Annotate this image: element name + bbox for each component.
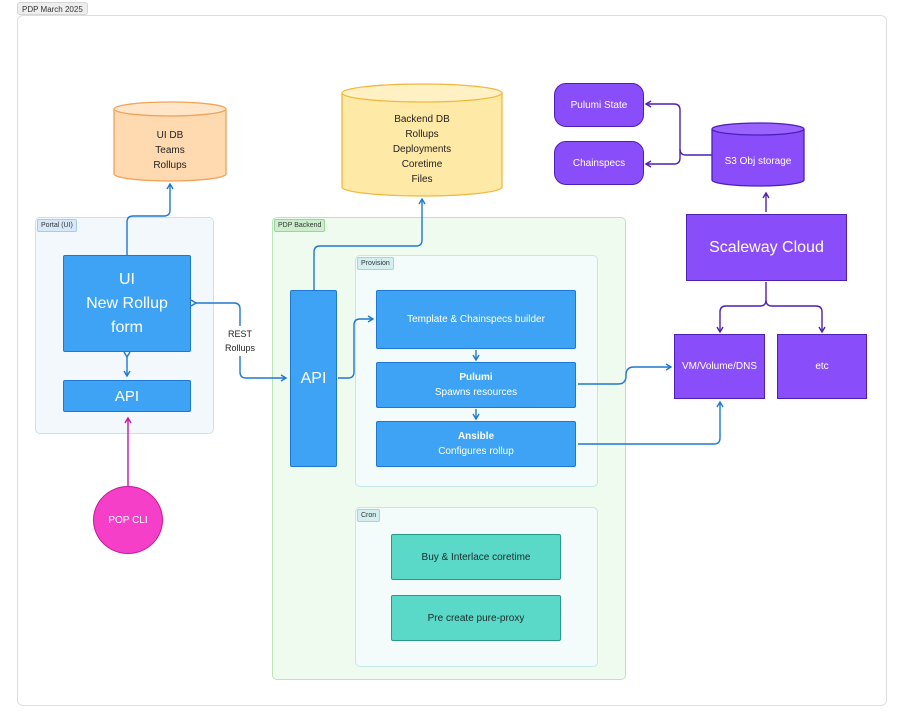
cron-group-label: Cron [357, 509, 381, 522]
backend-db-cylinder [341, 83, 503, 197]
pulumi-desc: Spawns resources [434, 387, 518, 398]
form-line-new-rollup: New Rollup [86, 294, 168, 312]
pulumi-title: Pulumi [459, 372, 493, 383]
backend-db-rollups: Rollups [405, 129, 439, 140]
new-rollup-form: UI New Rollup form [63, 255, 191, 352]
chainspecs-store: Chainspecs [554, 141, 644, 185]
rest-rollups-label: REST Rollups [215, 326, 265, 356]
etc-resources: etc [777, 334, 867, 399]
pop-cli: POP CLI [93, 486, 163, 554]
scaleway-cloud: Scaleway Cloud [686, 214, 847, 281]
rollups-label: Rollups [224, 343, 255, 353]
ui-db-cylinder [113, 101, 227, 182]
ui-db-teams: Teams [155, 144, 185, 156]
ui-db-rollups: Rollups [153, 159, 187, 171]
s3-cylinder [711, 122, 805, 187]
backend-db-files: Files [411, 174, 433, 185]
ui-db: UI DB Teams Rollups [114, 127, 226, 173]
portal-group-label: Portal (UI) [37, 219, 77, 232]
form-line-form: form [111, 318, 143, 336]
pulumi-state: Pulumi State [554, 83, 644, 127]
form-line-ui: UI [119, 270, 135, 288]
backend-db-coretime: Coretime [401, 159, 443, 170]
template-chainspecs-builder: Template & Chainspecs builder [376, 290, 576, 349]
backend-db-title: Backend DB [394, 114, 450, 125]
pulumi-step: Pulumi Spawns resources [376, 362, 576, 408]
backend-db: Backend DB Rollups Deployments Coretime … [342, 112, 502, 187]
cron-buy-coretime: Buy & Interlace coretime [391, 534, 561, 580]
rest-label: REST [227, 329, 252, 339]
ansible-step: Ansible Configures rollup [376, 421, 576, 467]
backend-group-label: PDP Backend [274, 219, 326, 232]
ansible-desc: Configures rollup [438, 446, 514, 457]
ui-db-title: UI DB [156, 129, 184, 141]
backend-api: API [290, 290, 337, 467]
diagram-title-tag: PDP March 2025 [17, 2, 88, 15]
s3-storage: S3 Obj storage [724, 155, 792, 167]
cron-pure-proxy: Pre create pure-proxy [391, 595, 561, 641]
ansible-title: Ansible [457, 431, 495, 442]
provision-group-label: Provision [357, 257, 394, 270]
vm-volume-dns: VM/Volume/DNS [674, 334, 765, 399]
portal-api: API [63, 380, 191, 412]
backend-db-deployments: Deployments [392, 144, 452, 155]
